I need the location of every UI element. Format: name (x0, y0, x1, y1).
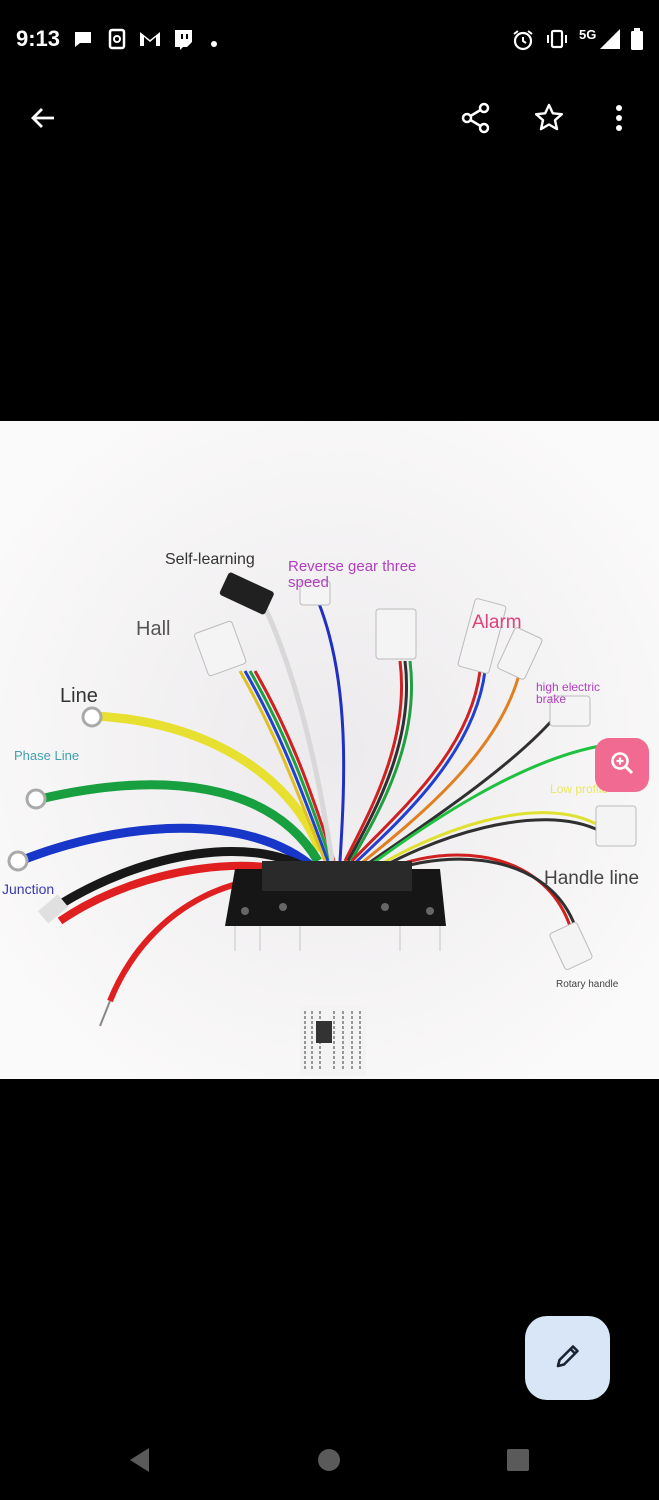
chat-bubble-icon (72, 28, 94, 55)
label-handle-line: Handle line (544, 868, 640, 889)
more-options-button[interactable] (593, 94, 645, 146)
nav-back-button[interactable] (120, 1442, 160, 1482)
label-alarm: Alarm (472, 612, 522, 633)
network-type: 5G (579, 27, 597, 42)
vibrate-icon (545, 28, 569, 55)
nav-home-button[interactable] (309, 1442, 349, 1482)
label-high-electric-brake: high electric brake (536, 680, 601, 706)
status-time: 9:13 (16, 26, 61, 51)
navigation-bar (0, 1420, 659, 1500)
favorite-button[interactable] (523, 94, 575, 146)
lens-zoom-button[interactable] (595, 738, 649, 792)
label-junction: Junction (2, 881, 55, 897)
app-bar (0, 80, 659, 160)
twitch-icon (172, 28, 194, 55)
label-line: Line (60, 685, 98, 707)
star-icon (533, 102, 565, 139)
label-low-profile: Low profile (550, 782, 609, 796)
label-reverse-gear: Reverse gear three speed (288, 558, 417, 591)
back-arrow-icon (29, 104, 57, 137)
back-button[interactable] (17, 94, 69, 146)
wiring-diagram-illustration (0, 421, 659, 1079)
sync-app-icon (106, 28, 128, 55)
nav-home-icon (317, 1448, 341, 1477)
signal-icon (598, 28, 622, 55)
edit-button[interactable] (525, 1316, 610, 1400)
battery-icon (630, 28, 644, 55)
label-phase-line: Phase Line (14, 748, 80, 763)
alarm-icon (511, 28, 535, 57)
share-icon (460, 102, 492, 139)
label-rotary-handle: Rotary handle (556, 979, 619, 990)
more-vert-icon (615, 104, 623, 137)
nav-back-icon (128, 1447, 152, 1478)
nav-recents-icon (507, 1448, 529, 1476)
gmail-icon (138, 28, 162, 55)
dot-icon (210, 35, 218, 53)
label-hall: Hall (136, 618, 171, 640)
label-self-learning: Self-learning (165, 551, 255, 568)
nav-recents-button[interactable] (498, 1442, 538, 1482)
wiring-photo[interactable]: Self-learning Reverse gear three speed H… (0, 421, 659, 1079)
status-bar: 9:13 5G (0, 0, 659, 80)
share-button[interactable] (450, 94, 502, 146)
pencil-icon (553, 1341, 583, 1376)
zoom-in-icon (609, 750, 635, 781)
